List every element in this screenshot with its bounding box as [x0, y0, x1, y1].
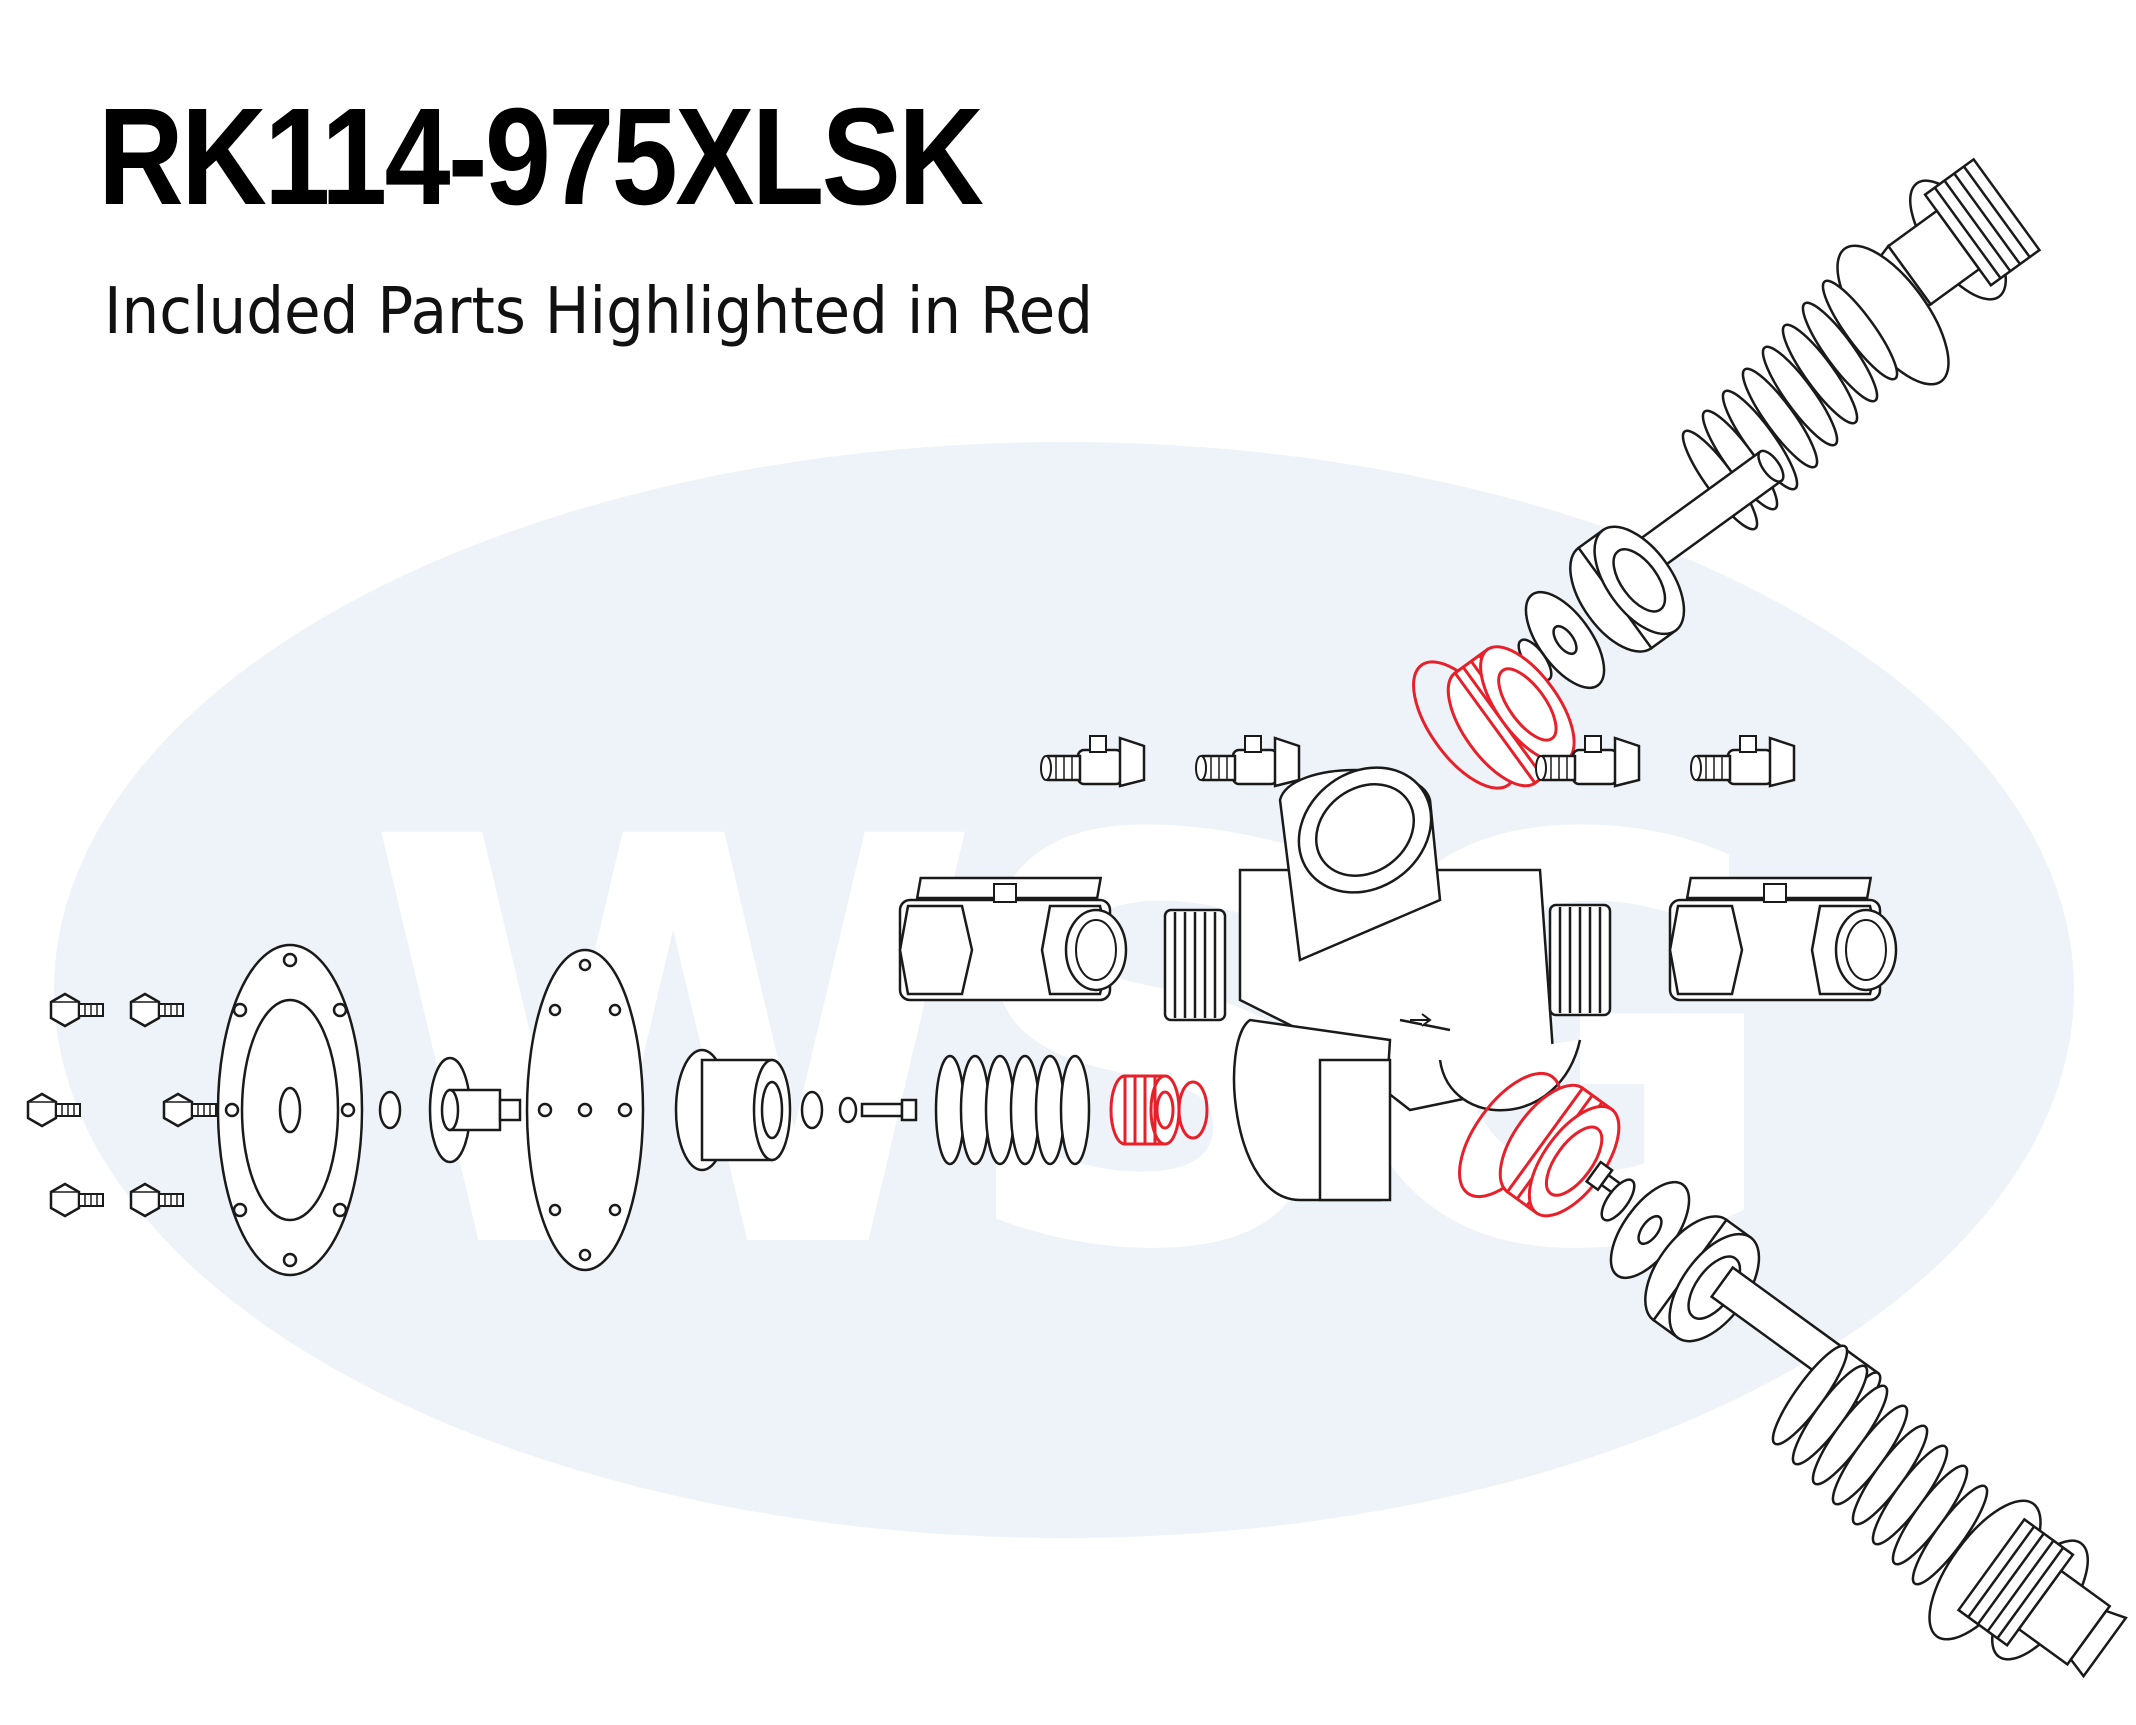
diaphragm-plate [428, 1056, 522, 1164]
lower-cap [1956, 1517, 2128, 1679]
valve-body [1163, 766, 1612, 1202]
small-o-ring [378, 1090, 402, 1130]
lower-check-seat-highlight [1458, 1071, 1621, 1218]
relief-o-ring [800, 1090, 824, 1130]
cover-bolt-3 [26, 1092, 82, 1128]
relief-spring [934, 1054, 1091, 1166]
page-subtitle: Included Parts Highlighted in Red [104, 275, 1094, 349]
relief-valve-o-ring [1177, 1080, 1209, 1140]
upper-check-assembly [1477, 157, 2042, 721]
diaphragm [525, 948, 645, 1272]
upper-check-disc-holder [1569, 525, 1686, 653]
relief-valve-seat-highlight [1109, 1074, 1209, 1146]
relief-poppet [674, 1048, 792, 1172]
inlet-ball-valve [898, 876, 1128, 1002]
relief-valve-assembly [216, 943, 1091, 1277]
lower-check-assembly [1584, 1160, 2128, 1679]
cover-flange [216, 943, 364, 1277]
lower-check-disc [1609, 1180, 1691, 1280]
outlet-ball-valve [1668, 876, 1898, 1002]
lower-spring [1771, 1344, 1989, 1586]
lower-check-seat [1498, 1083, 1621, 1218]
lower-washer [1600, 1178, 1636, 1222]
cover-bolt-5 [49, 1182, 105, 1218]
relief-washer [838, 1096, 858, 1124]
relief-screw [860, 1098, 918, 1122]
relief-valve-seat [1109, 1074, 1181, 1146]
lower-check-disc-holder [1644, 1215, 1761, 1343]
page-title: RK114-975XLSK [98, 80, 984, 234]
